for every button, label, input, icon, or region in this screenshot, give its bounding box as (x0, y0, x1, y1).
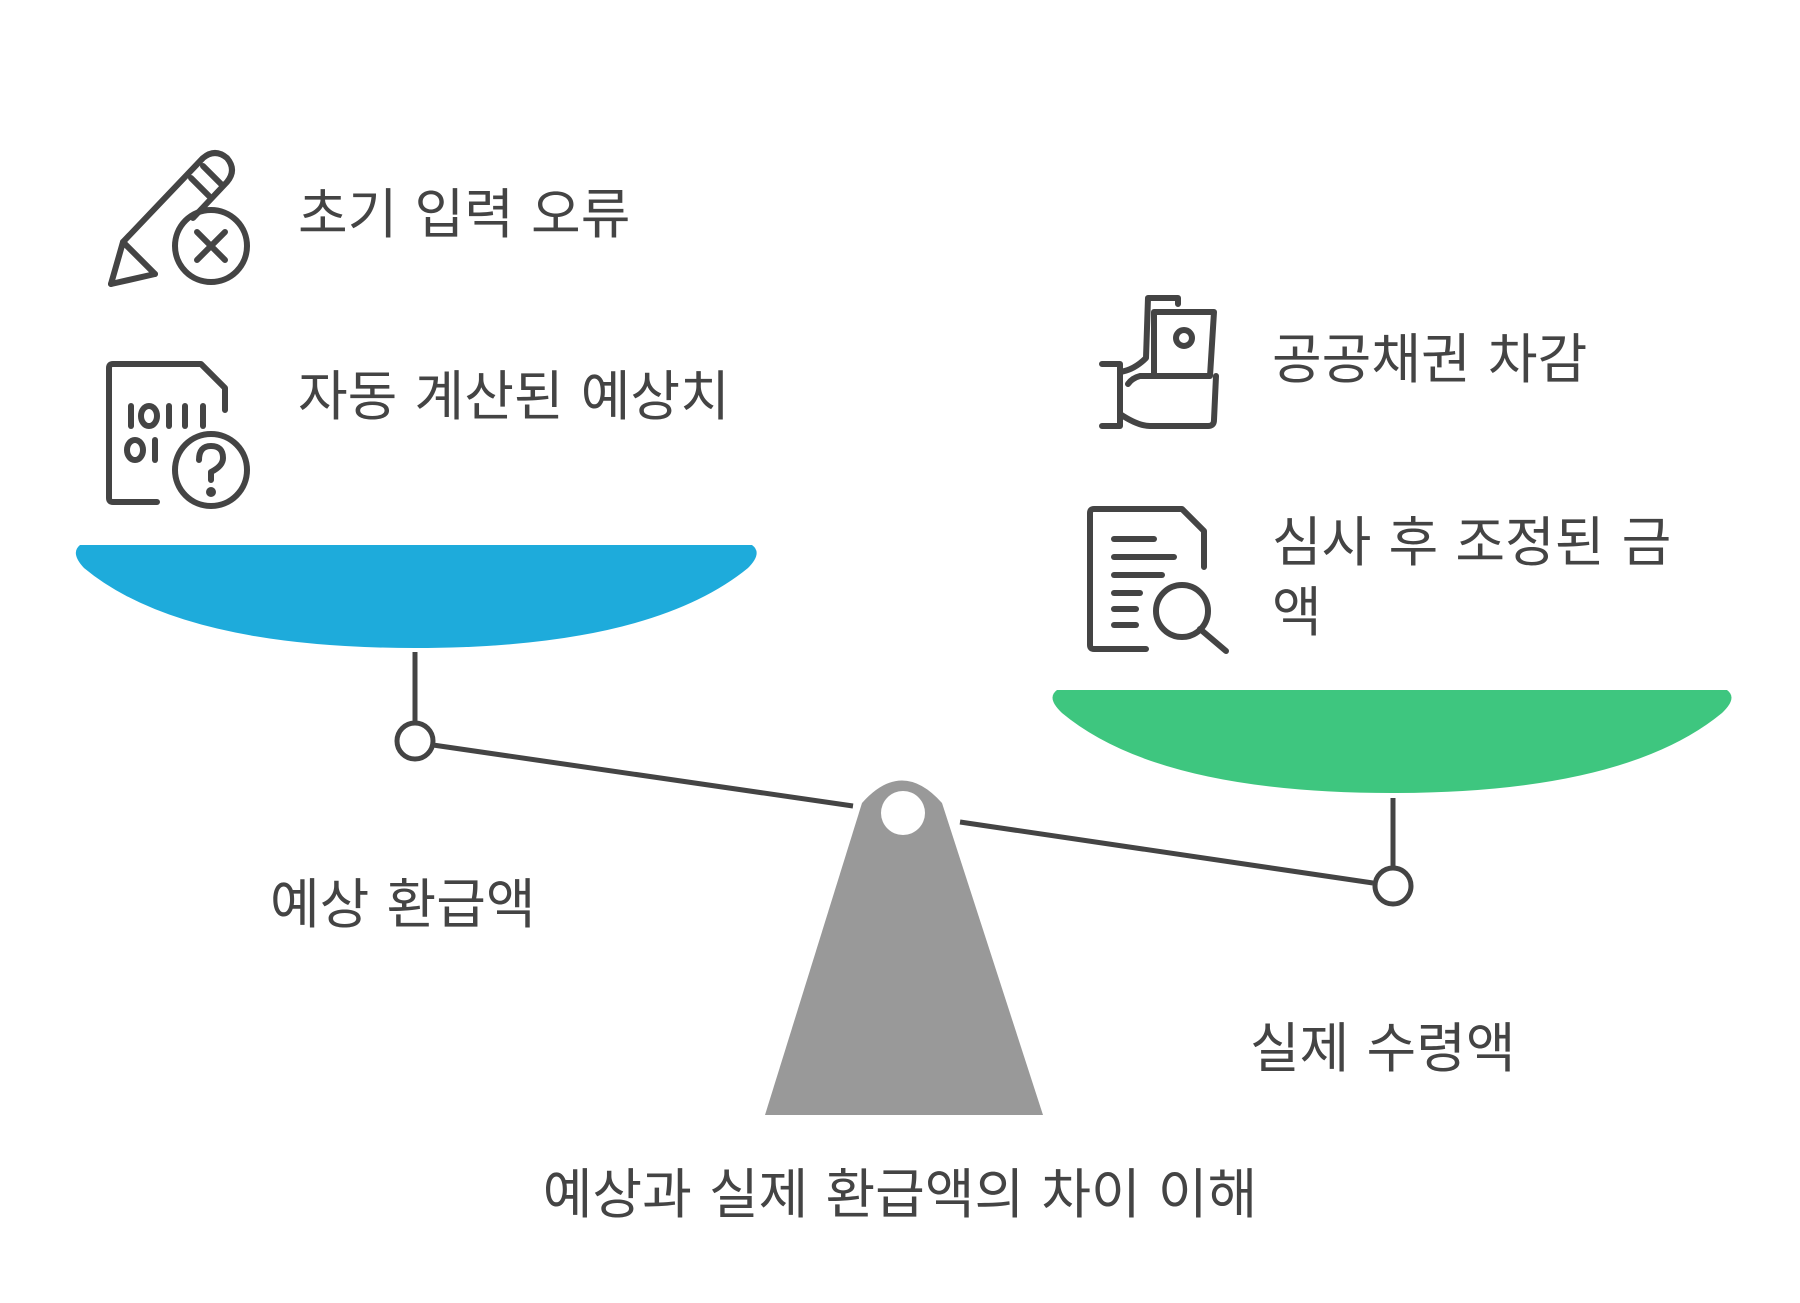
hand-money-icon (1098, 292, 1228, 432)
fulcrum (765, 780, 1043, 1115)
right-pivot (1372, 865, 1414, 907)
pencil-error-icon (105, 140, 265, 300)
item-adjusted-after-review: 심사 후 조정된 금액 (1272, 511, 1672, 644)
left-pan (75, 545, 757, 648)
diagram-title: 예상과 실제 환급액의 차이 이해 (542, 1163, 1258, 1226)
scale-beam-left (432, 742, 854, 809)
left-pivot (394, 720, 436, 762)
right-side-label: 실제 수령액 (1250, 1017, 1516, 1080)
fulcrum-pivot (881, 791, 925, 835)
item-initial-input-error: 초기 입력 오류 (298, 183, 631, 246)
binary-question-file-icon (105, 358, 265, 518)
left-side-label: 예상 환급액 (270, 873, 536, 936)
right-pan (1052, 690, 1732, 793)
item-public-debt-offset: 공공채권 차감 (1272, 328, 1588, 391)
item-auto-calculated-estimate: 자동 계산된 예상치 (298, 365, 730, 428)
document-search-icon (1086, 505, 1236, 655)
scale-beam-right (959, 819, 1374, 886)
